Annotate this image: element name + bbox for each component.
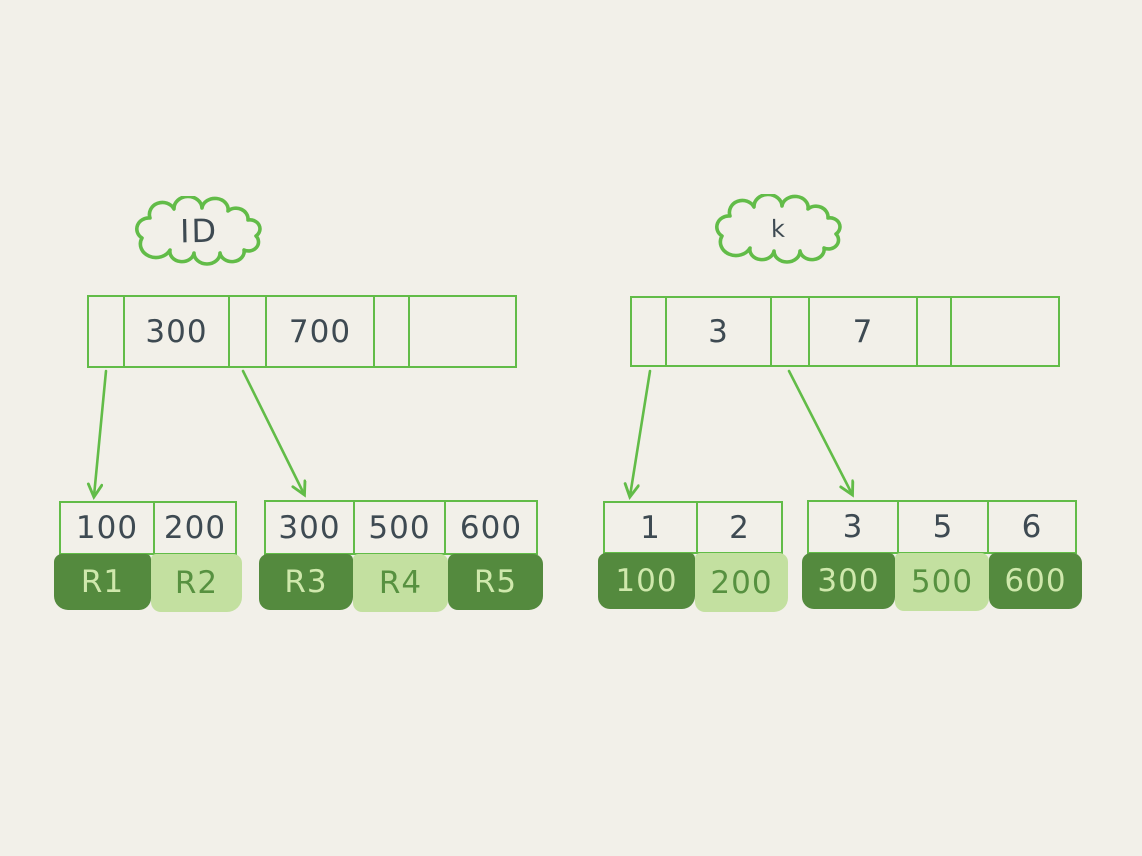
left-leaf-node: 300 500 600 [264, 500, 538, 555]
leaf-key-cell: 100 [61, 503, 155, 553]
pointer-arrow [787, 369, 852, 494]
record-cell: R4 [353, 554, 448, 612]
leaf-key-cell: 300 [266, 502, 355, 553]
right-leaf-records: 100 200 [598, 553, 788, 612]
root-pointer-cell [632, 298, 667, 365]
root-pointer-cell [772, 298, 810, 365]
right-leaf-records: 300 500 600 [802, 553, 1082, 611]
record-cell: R3 [259, 554, 353, 610]
record-cell: 200 [695, 553, 788, 612]
leaf-key-cell: 500 [355, 502, 446, 553]
record-cell: 300 [802, 553, 895, 609]
leaf-key-cell: 200 [163, 510, 227, 546]
left-leaf-records: R3 R4 R5 [259, 554, 543, 612]
left-leaf-node: 100 200 [59, 501, 237, 555]
left-index-label: ID [179, 211, 219, 251]
cloud-outline [715, 194, 842, 264]
pointer-arrow [94, 369, 108, 496]
pointer-arrow [630, 369, 652, 496]
root-empty-cell [952, 298, 1058, 365]
left-root-node: 300 700 [87, 295, 517, 368]
right-root-node: 3 7 [630, 296, 1060, 367]
right-index-cloud: k [706, 194, 852, 264]
cloud-outline [135, 196, 262, 266]
root-key-cell: 7 [810, 298, 918, 365]
record-cell: 600 [989, 553, 1082, 609]
leaf-key-cell: 2 [729, 509, 750, 546]
root-pointer-cell [230, 297, 267, 366]
record-cell: R5 [448, 554, 543, 610]
root-key-cell: 700 [267, 297, 375, 366]
left-leaf-records: R1 R2 [54, 554, 242, 612]
record-cell: R1 [54, 554, 151, 610]
leaf-key-cell: 3 [809, 502, 899, 552]
leaf-key-cell: 5 [899, 502, 989, 552]
leaf-key-cell: 600 [459, 509, 523, 546]
leaf-key-cell: 6 [1021, 509, 1043, 545]
pointer-arrow [241, 369, 304, 494]
root-pointer-cell [375, 297, 410, 366]
root-key-cell: 300 [125, 297, 230, 366]
record-cell: R2 [151, 554, 242, 612]
right-leaf-node: 1 2 [603, 501, 783, 554]
root-key-cell: 3 [667, 298, 772, 365]
root-pointer-cell [918, 298, 952, 365]
record-cell: 500 [895, 553, 989, 611]
root-empty-cell [410, 297, 515, 366]
right-leaf-node: 3 5 6 [807, 500, 1077, 554]
right-index-label: k [770, 214, 788, 244]
leaf-key-cell: 1 [605, 503, 698, 552]
root-pointer-cell [89, 297, 125, 366]
left-index-cloud: ID [126, 196, 272, 266]
record-cell: 100 [598, 553, 695, 609]
